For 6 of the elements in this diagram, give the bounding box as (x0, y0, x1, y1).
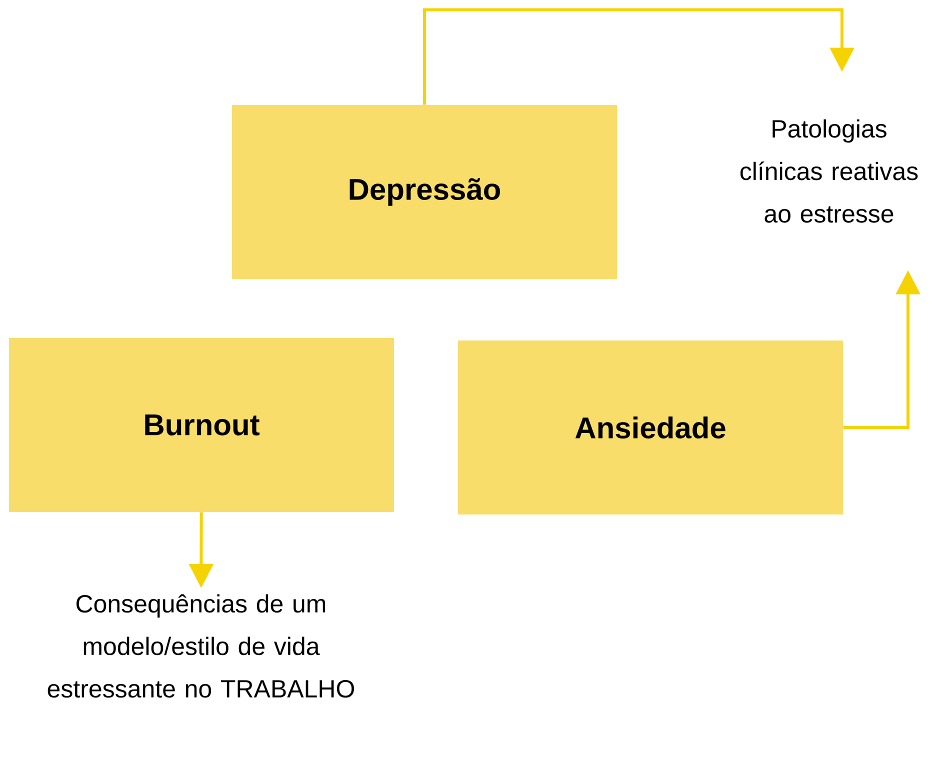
arrow (423, 8, 854, 105)
process-box: Depressão (232, 105, 617, 279)
process-box: Burnout (9, 338, 394, 512)
annotation-text: Consequências de um modelo/estilo de vida estressante no TRABALHO (48, 594, 354, 698)
process-box: Ansiedade (458, 340, 843, 514)
annotation-text: Patologias clínicas reativas ao estresse (740, 119, 918, 223)
